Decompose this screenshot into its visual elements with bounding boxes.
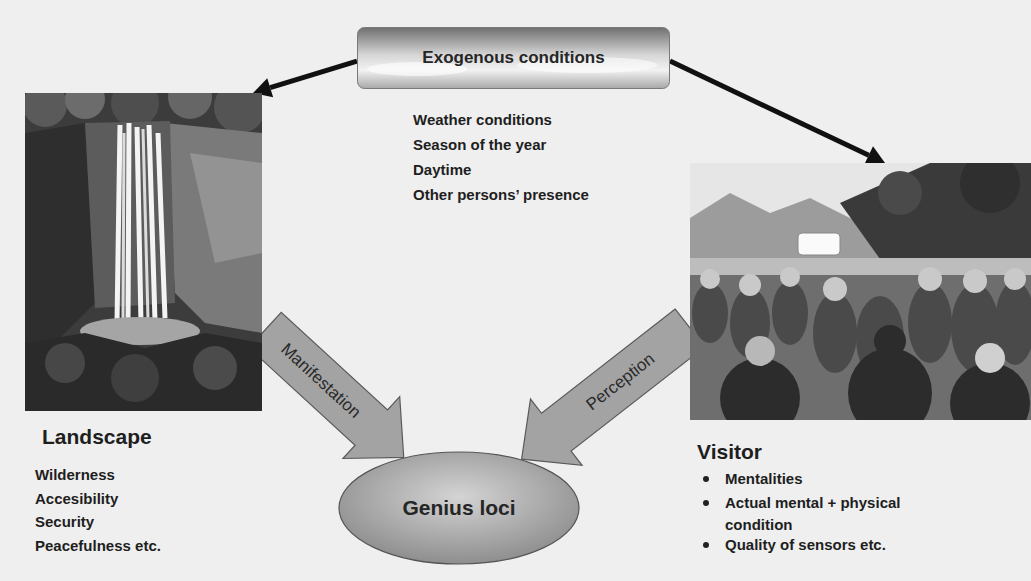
block-arrow [249,312,404,458]
visitor-node: VisitorMentalitiesActual mental + physic… [690,163,1031,563]
exogenous-list: Weather conditionsSeason of the yearDayt… [413,111,673,221]
waterfall-photo [25,93,262,411]
landscape-node: LandscapeWildernessAccesibilitySecurityP… [25,93,265,563]
bullet-dot [703,542,709,548]
arrow-line [670,61,869,155]
node-heading: Visitor [697,439,762,464]
exogenous-box: Exogenous conditions [357,27,670,89]
condition-item: Daytime [413,161,471,178]
block-arrow [522,309,705,465]
box-title: Exogenous conditions [357,27,670,89]
connector-arrow [522,309,705,465]
list-item: Peacefulness etc. [35,537,161,555]
condition-item: Other persons’ presence [413,186,589,203]
condition-item: Weather conditions [413,111,552,128]
genius-loci-ellipse: Genius loci [338,451,580,565]
connector-arrow [253,61,357,97]
list-item: Wilderness [35,466,115,484]
arrow-head [864,146,885,164]
list-item: Accesibility [35,490,118,508]
ellipse-label: Genius loci [338,451,580,565]
connector-arrow [670,61,885,164]
bullet-item: Quality of sensors etc. [725,536,886,554]
arrow-label: Perception [582,349,658,415]
visitors-photo [690,163,1031,420]
bullet-item: Mentalities [725,470,803,488]
bullet-item: Actual mental + physical condition [725,492,940,536]
bullet-dot [703,476,709,482]
connector-arrow [249,312,404,458]
condition-item: Season of the year [413,136,546,153]
arrow-line [270,61,357,88]
node-heading: Landscape [42,424,152,449]
list-item: Security [35,513,94,531]
bullet-dot [703,500,709,506]
arrow-label: Manifestation [276,339,364,422]
